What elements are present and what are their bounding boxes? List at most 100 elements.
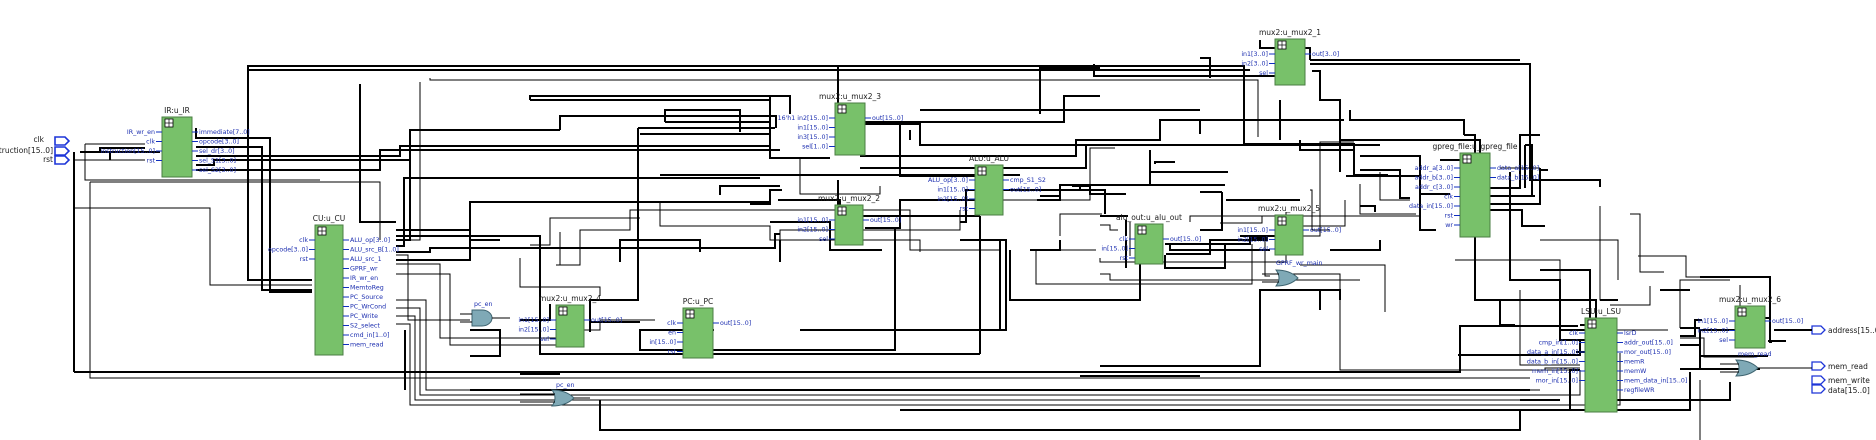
input-pin-label: sel	[540, 336, 549, 343]
hierarchy-icon	[1587, 319, 1597, 329]
output-port-address: address[15..0]	[1774, 325, 1876, 335]
block-cu-u-cu: CU:u_CUclkopcode[3..0]rstALU_op[3..0]ALU…	[268, 214, 399, 356]
input-pin-label: instruction[15..0]	[100, 148, 155, 155]
input-pin-label: en	[668, 330, 676, 337]
output-label-mem-read: mem_read	[1828, 362, 1868, 371]
gate-pc-en-and: pc_en	[520, 382, 590, 407]
output-pin-label: ALU_src_1	[350, 256, 382, 263]
hierarchy-icon	[317, 226, 327, 236]
input-pin-label: addr_b[3..0]	[1414, 175, 1453, 182]
output-pin-label: mem_data_in[15..0]	[1624, 378, 1687, 385]
input-pin-label: clk	[1569, 330, 1578, 337]
input-port-clk: clk	[33, 135, 71, 146]
input-pin-label: in1[15..0]	[797, 217, 828, 224]
input-pin-label: addr_c[3..0]	[1415, 184, 1453, 191]
output-pin-label: out[15..0]	[720, 320, 751, 327]
block-mux2-u-mux2-1: mux2:u_mux2_1in1[3..0]in2[3..0]selout[3.…	[1241, 28, 1339, 86]
input-pin-label: opcode[3..0]	[268, 247, 308, 254]
input-pin-label: clk	[667, 320, 676, 327]
output-pin-label: ALU_src_B[1..0]	[350, 247, 399, 254]
output-label-address: address[15..0]	[1828, 326, 1876, 335]
input-pin-label: in[15..0]	[1101, 246, 1128, 253]
hierarchy-icon	[837, 104, 847, 114]
input-pin-label: in1[15..0]	[518, 317, 549, 324]
input-pin-label: ALU_op[3..0]	[928, 177, 968, 184]
block-gpreg-file-u-gpreg-file: gpreg_file:u_gpreg_file addr_a[3..0] addr_…	[1409, 142, 1539, 238]
input-pin-label: rst	[1445, 213, 1454, 220]
output-pin-label: out[15..0]	[870, 217, 901, 224]
input-pin-label: addr_a[3..0]	[1415, 165, 1453, 172]
hierarchy-icon	[977, 166, 987, 176]
input-pin-label: wr	[1445, 222, 1453, 229]
block-alu-out-u-alu-out: alu_out:u_alu_outclkin[15..0]rstout[15..…	[1101, 213, 1201, 265]
block-body	[1584, 317, 1618, 413]
block-title: mux2:u_mux2_1	[1259, 28, 1321, 37]
output-ports: address[15..0] mem_read mem_write data[1…	[1774, 325, 1876, 395]
input-label-instruction: instruction[15..0]	[0, 146, 53, 155]
input-pin-label: rst	[300, 256, 309, 263]
input-pin-label: in3[15..0]	[797, 134, 828, 141]
input-pin-label: in[15..0]	[649, 339, 676, 346]
gate-label-pc-en-1: pc_en	[474, 301, 492, 308]
hierarchy-icon	[685, 309, 695, 319]
input-pin-label: rst	[147, 158, 156, 165]
output-pin-label: mor_out[15..0]	[1624, 349, 1671, 356]
output-pin-label: out[15..0]	[1310, 227, 1341, 234]
bus-wires	[80, 40, 1786, 411]
input-pin-label: in2[15..0]	[1697, 328, 1728, 335]
control-wires	[73, 78, 1756, 440]
input-pin-label: in2[15..0]	[1237, 237, 1268, 244]
output-pin-label: out[15..0]	[872, 115, 903, 122]
input-pin-label: rst	[668, 349, 677, 356]
input-ports: clk instruction[15..0] rst	[0, 135, 71, 165]
output-pin-label: out[15..0]	[1772, 318, 1803, 325]
block-ir-u-ir: IR:u_IRIR_wr_enclkinstruction[15..0]rsti…	[100, 106, 250, 178]
block-mux2-u-mux2-4: mux2:u_mux2_4in1[15..0]in2[15..0]selout[…	[518, 294, 622, 348]
input-pin-label: in1[15..0]	[1697, 318, 1728, 325]
input-port-instruction: instruction[15..0]	[0, 146, 71, 156]
module-blocks: IR:u_IRIR_wr_enclkinstruction[15..0]rsti…	[100, 28, 1803, 413]
input-pin-label: clk	[1444, 194, 1453, 201]
block-title: gpreg_file:u_gpreg_file	[1432, 142, 1517, 151]
hierarchy-icon	[1277, 216, 1287, 226]
output-pin-label: out[15..0]	[1010, 187, 1041, 194]
output-pin-label: sel_S1[3..0]	[199, 158, 236, 165]
gate-gprf-wr-main: GPRF_wr_main	[1262, 260, 1322, 287]
output-pin-label: memW	[1624, 368, 1647, 375]
input-pin-label: in2[15..0]	[797, 227, 828, 234]
input-pin-label: mor_in[15..0]	[1536, 378, 1578, 385]
block-title: mux2:u_mux2_2	[818, 194, 880, 203]
hierarchy-icon	[558, 306, 568, 316]
output-port-mem-read: mem_read	[1811, 361, 1868, 371]
gate-mem-read: mem_read	[1720, 351, 1812, 377]
hierarchy-icon	[1462, 154, 1472, 164]
block-alu-u-alu: ALU:u_ALUALU_op[3..0]in1[15..0]in2[15..0…	[928, 154, 1046, 216]
output-pin-label: lsrD	[1624, 330, 1637, 337]
output-pin-label: sel_S2[3..0]	[199, 167, 236, 174]
input-label-clk: clk	[33, 135, 44, 144]
block-body	[314, 224, 344, 356]
input-pin-label: clk	[1119, 236, 1128, 243]
output-pin-label: addr_out[15..0]	[1624, 340, 1673, 347]
input-pin-label: clk	[299, 237, 308, 244]
output-label-mem-write: mem_write	[1828, 376, 1870, 385]
input-pin-label: in1[3..0]	[1241, 51, 1268, 58]
block-title: ALU:u_ALU	[969, 154, 1009, 163]
input-pin-label: in2[3..0]	[1241, 61, 1268, 68]
output-pin-label: mem_read	[350, 342, 383, 349]
output-pin-label: out[3..0]	[1312, 51, 1339, 58]
output-pin-label: out[15..0]	[591, 317, 622, 324]
output-port-data: data[15..0]	[1811, 384, 1870, 395]
gate-label-pc-en-2: pc_en	[556, 382, 574, 389]
block-mux2-u-mux2-2: mux2:u_mux2_2in1[15..0]in2[15..0]selout[…	[797, 194, 901, 246]
output-pin-label: S2_select	[350, 323, 380, 330]
block-title: LSU:u_LSU	[1581, 307, 1621, 316]
input-pin-label: in2[15..0]	[518, 327, 549, 334]
output-pin-label: memR	[1624, 359, 1645, 366]
block-mux2-u-mux2-5: mux2:u_mux2_5in1[15..0]in2[15..0]selout[…	[1237, 204, 1341, 256]
output-pin-label: GPRF_wr	[350, 266, 378, 273]
output-port-mem-write: mem_write	[1811, 375, 1870, 385]
hierarchy-icon	[837, 206, 847, 216]
input-pin-label: clk	[146, 139, 155, 146]
